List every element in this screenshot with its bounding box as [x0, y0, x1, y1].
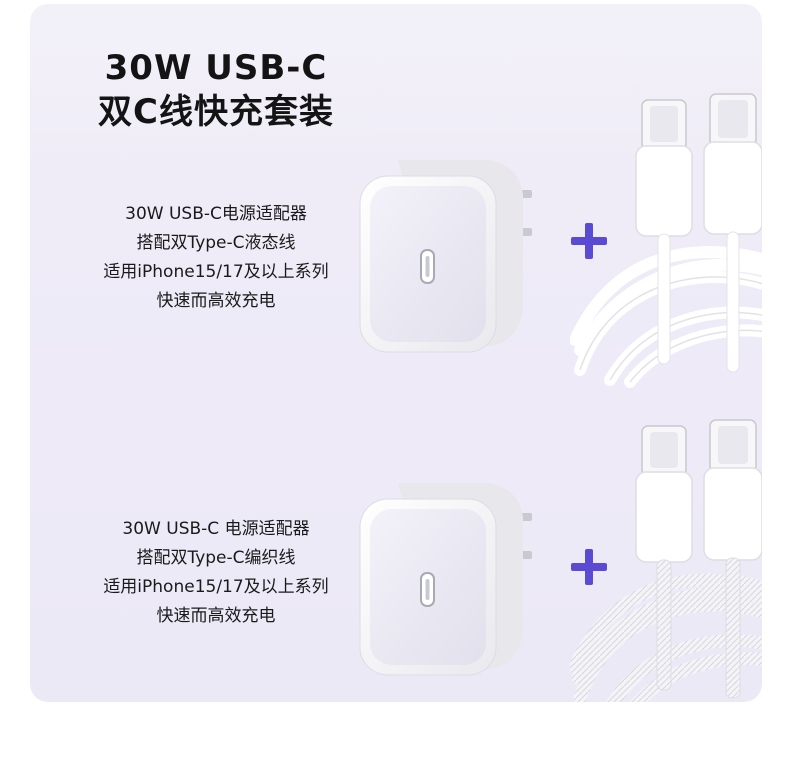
product-card: 30W USB-C 双C线快充套装 30W USB-C电源适配器 搭配双Type… [30, 4, 762, 702]
set2-line-2: 搭配双Type-C编织线 [136, 548, 296, 568]
set1-description: 30W USB-C电源适配器 搭配双Type-C液态线 适用iPhone15/1… [30, 200, 402, 316]
usb-c-cable-icon [570, 93, 762, 388]
usb-c-charger-icon [359, 483, 532, 676]
set1-line-1: 30W USB-C电源适配器 [125, 204, 307, 224]
set1-line-2: 搭配双Type-C液态线 [136, 233, 296, 253]
set2-line-1: 30W USB-C 电源适配器 [122, 519, 310, 539]
set2-description: 30W USB-C 电源适配器 搭配双Type-C编织线 适用iPhone15/… [30, 515, 402, 631]
usb-c-braided-cable-icon [570, 419, 762, 702]
set2-line-4: 快速而高效充电 [156, 606, 276, 626]
title-line-2: 双C线快充套装 [98, 92, 334, 132]
set1-line-4: 快速而高效充电 [156, 291, 276, 311]
plus-icon [571, 549, 607, 585]
plus-icon [571, 223, 607, 259]
set1-line-3: 适用iPhone15/17及以上系列 [103, 262, 329, 282]
title-line-1: 30W USB-C [104, 48, 328, 88]
set2-line-3: 适用iPhone15/17及以上系列 [103, 577, 329, 597]
usb-c-charger-icon [359, 160, 532, 353]
